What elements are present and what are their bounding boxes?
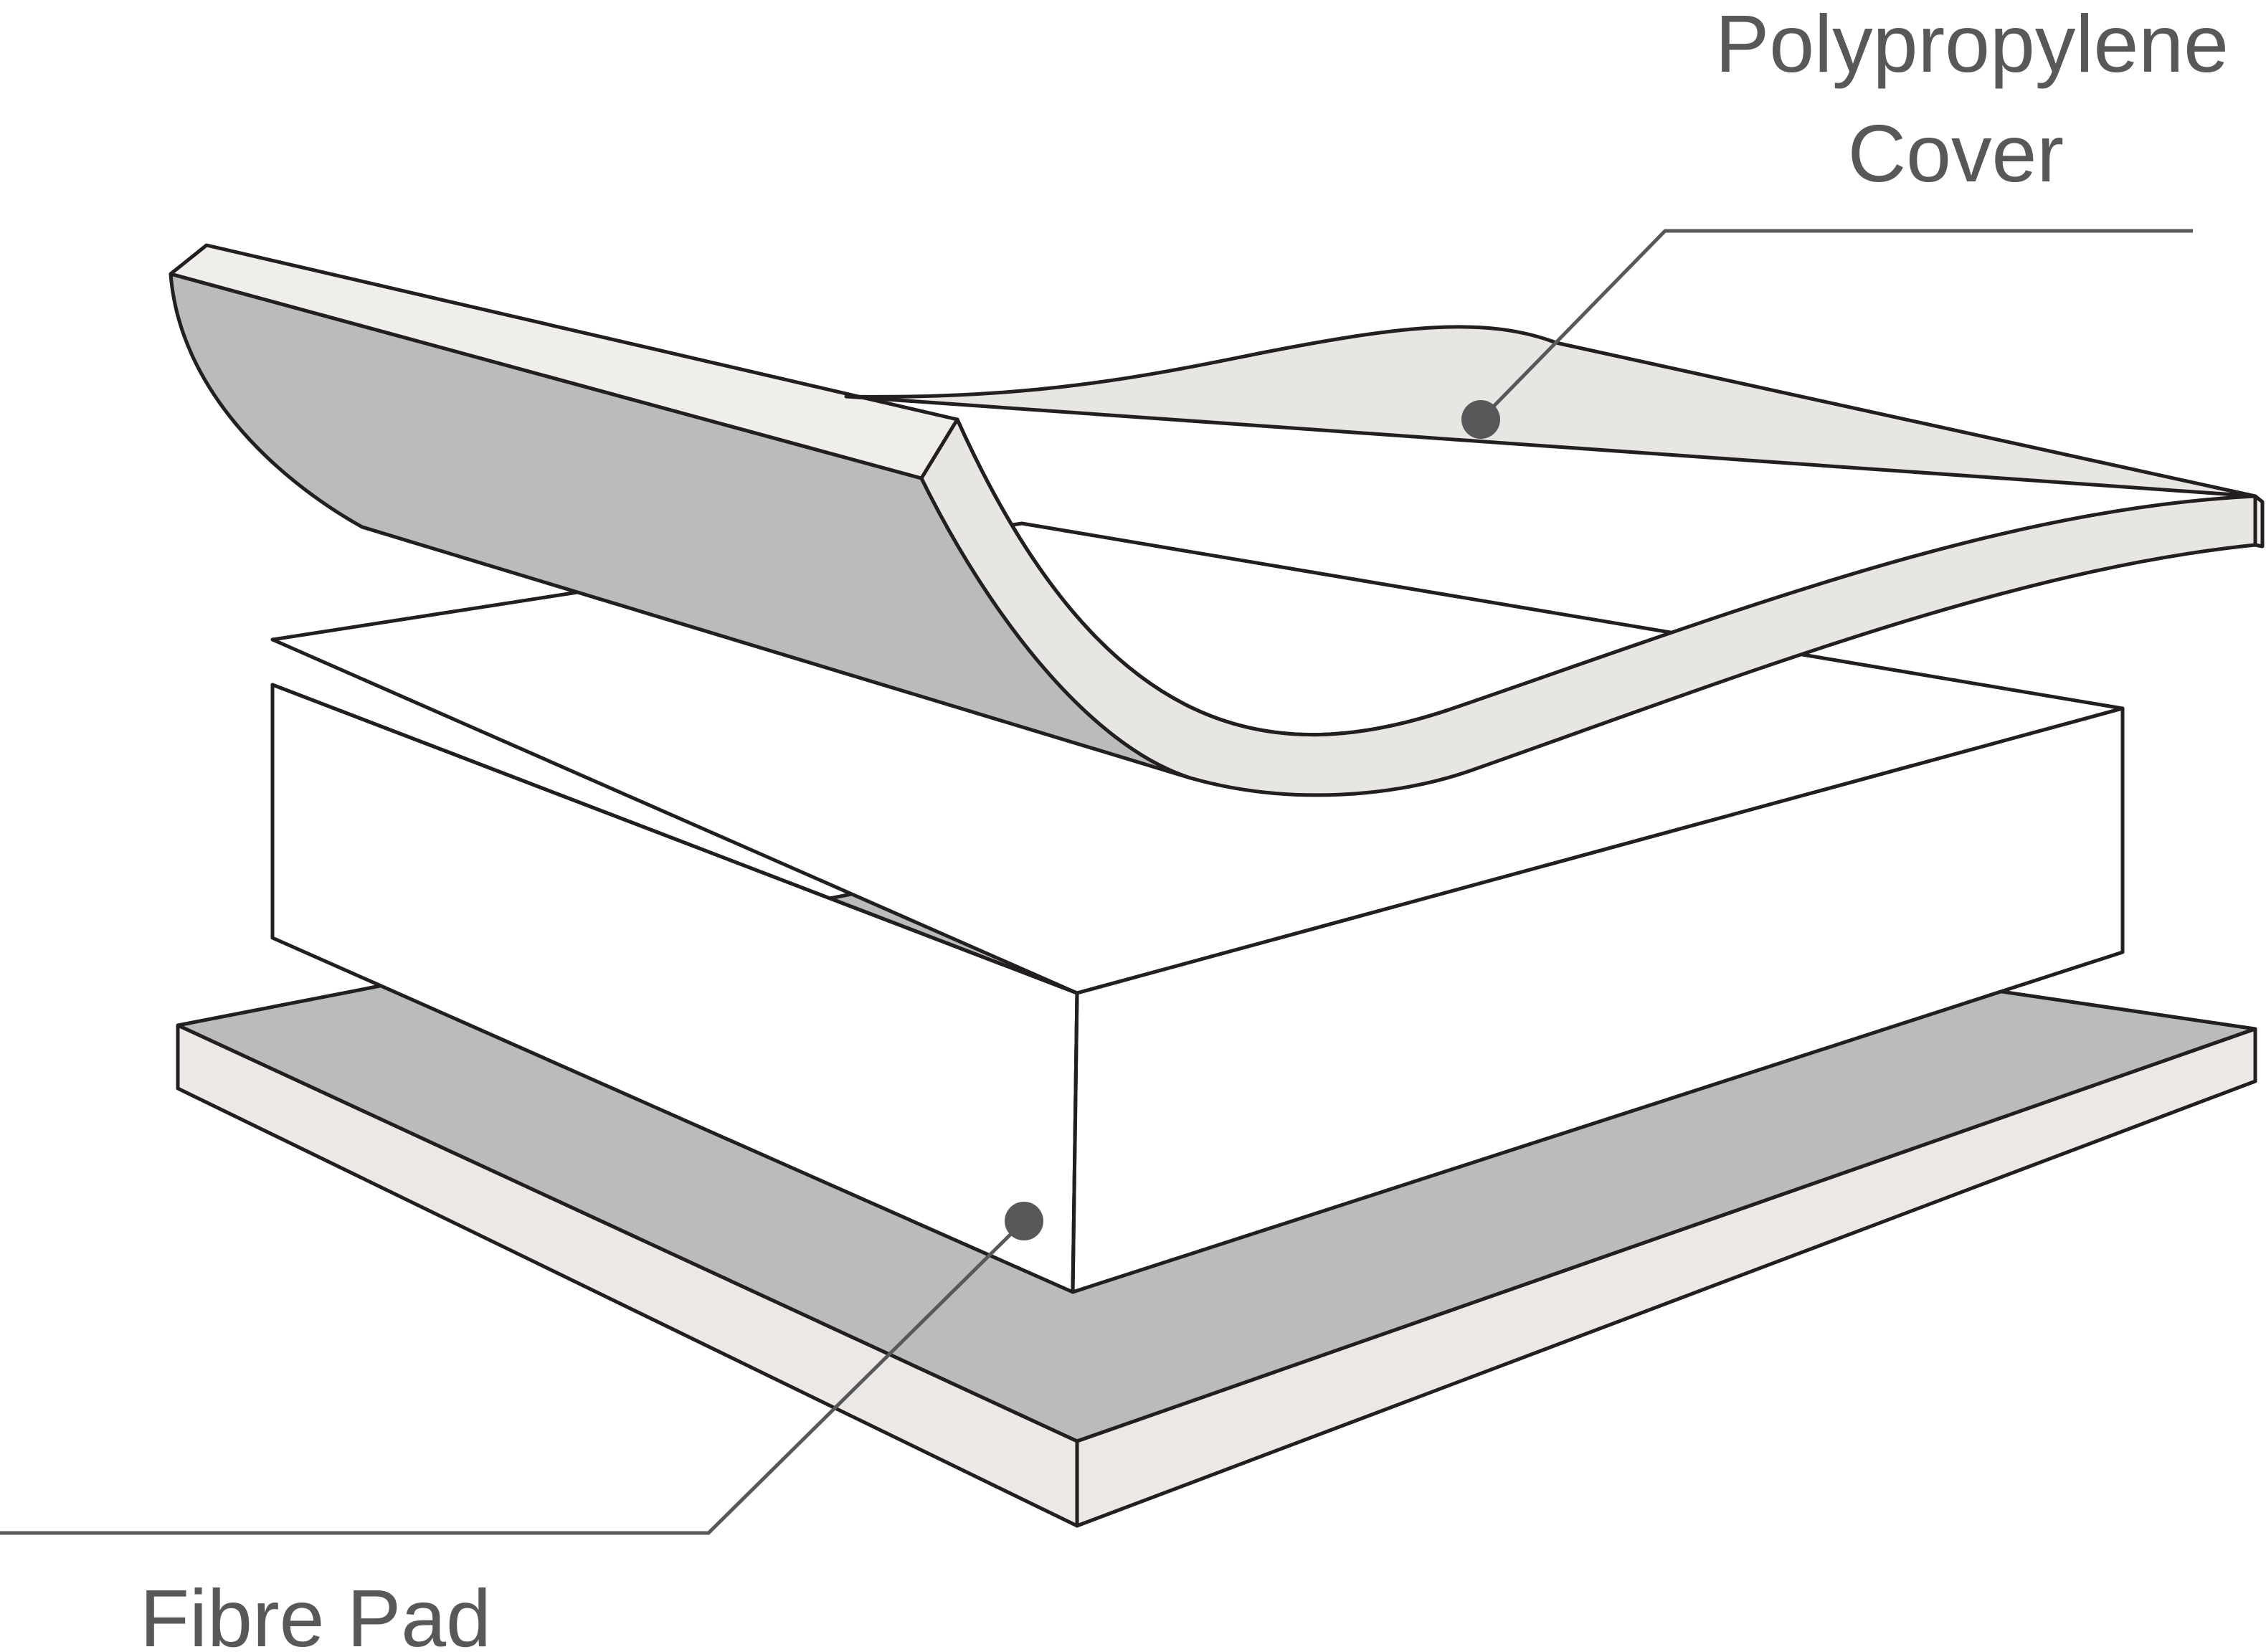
polypropylene-cover-layer [169, 243, 2265, 797]
cover-label-line2: Cover [1848, 108, 2064, 199]
fibre-pad-right-edge [1075, 1027, 2257, 1528]
pad-callout: Fibre Pad [0, 1202, 1043, 1652]
cover-right-edge [2253, 494, 2265, 549]
marker-dot-icon [1005, 1202, 1043, 1240]
pad-label: Fibre Pad [140, 1573, 491, 1652]
cover-callout: Polypropylene Cover [1461, 0, 2229, 439]
cover-fold-line [955, 417, 1451, 736]
foam-core-corner-line [1071, 991, 1079, 1294]
cover-leader-line [1479, 229, 2193, 421]
pad-leader-line [0, 1220, 1025, 1535]
cover-label-line1: Polypropylene [1715, 0, 2229, 89]
foam-core-top-edge [270, 683, 1079, 995]
marker-dot-icon [1461, 400, 1500, 439]
